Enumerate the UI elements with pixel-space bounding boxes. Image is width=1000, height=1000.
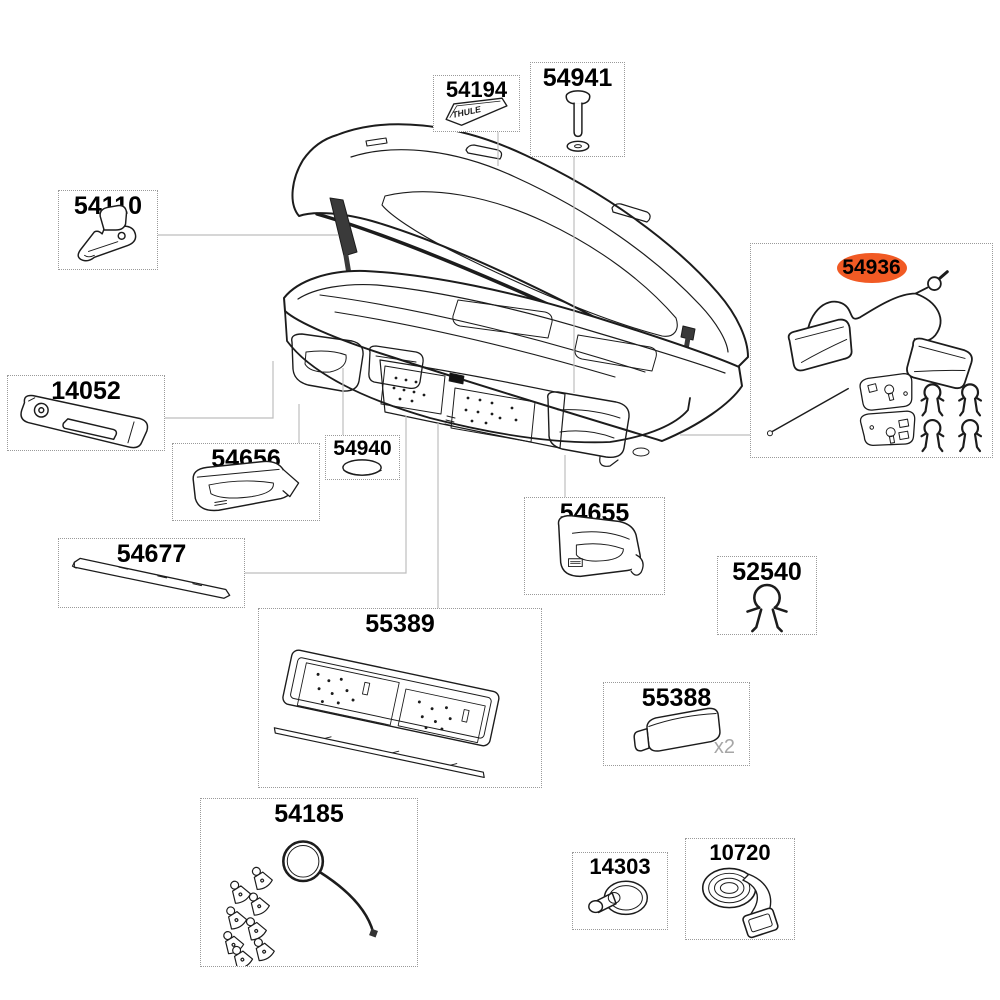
callout-54677: 54677: [58, 538, 245, 608]
callout-55389: 55389: [258, 608, 542, 788]
part-number-label[interactable]: 55388: [641, 684, 712, 712]
callout-54940: 54940: [325, 435, 400, 480]
quantity-note: x2: [713, 736, 735, 758]
callout-10720: 10720: [685, 838, 795, 940]
callout-54185: 54185: [200, 798, 418, 967]
part-number-label[interactable]: 54185: [274, 800, 344, 828]
part-number-label[interactable]: 10720: [709, 840, 771, 865]
callout-54110: 54110: [58, 190, 158, 270]
callout-54655: 54655: [524, 497, 665, 595]
bolt-washer-icon: [565, 90, 591, 152]
highlighted-part-number-label[interactable]: 54936: [836, 253, 907, 283]
part-number-label[interactable]: 14052: [51, 377, 121, 405]
part-number-label[interactable]: 14303: [589, 854, 651, 879]
licence-plate-holder-icon: [273, 649, 500, 779]
callout-55388: 55388 x2: [603, 682, 750, 766]
lid-hook-icon: [77, 204, 137, 262]
rubber-pad-icon: [633, 707, 721, 752]
grommet-icon: [588, 880, 649, 916]
lock-cylinder-cable-kit-icon: [217, 840, 378, 966]
callout-14052: 14052: [7, 375, 165, 451]
callout-54656: 54656: [172, 443, 320, 521]
oval-cap-icon: [342, 459, 382, 476]
callout-54936: 54936: [750, 243, 993, 458]
leader-54677: [245, 416, 407, 574]
cable-clip-icon: [746, 583, 788, 633]
handle-trim-icon: [20, 394, 149, 449]
corner-cover-left-icon: [192, 460, 300, 512]
strap-icon: [701, 867, 779, 939]
corner-cover-right-icon: [557, 514, 644, 578]
leader-lines: [158, 132, 750, 608]
part-number-label[interactable]: 54194: [445, 77, 508, 102]
callout-14303: 14303: [572, 852, 668, 930]
logo-badge-icon: THULE: [445, 97, 508, 126]
part-number-label[interactable]: 54940: [333, 437, 392, 460]
part-number-label[interactable]: 54677: [116, 540, 187, 568]
leader-14052: [165, 361, 274, 419]
callout-54941: 54941: [530, 62, 625, 157]
part-number-label[interactable]: 52540: [732, 558, 802, 586]
rear-light-kit-icon: [766, 270, 983, 453]
trim-strip-icon: [71, 557, 231, 599]
callout-52540: 52540: [717, 556, 817, 635]
part-number-label[interactable]: 54941: [542, 64, 613, 92]
part-number-label[interactable]: 55389: [365, 610, 435, 638]
callout-54194: 54194 THULE: [433, 75, 520, 132]
